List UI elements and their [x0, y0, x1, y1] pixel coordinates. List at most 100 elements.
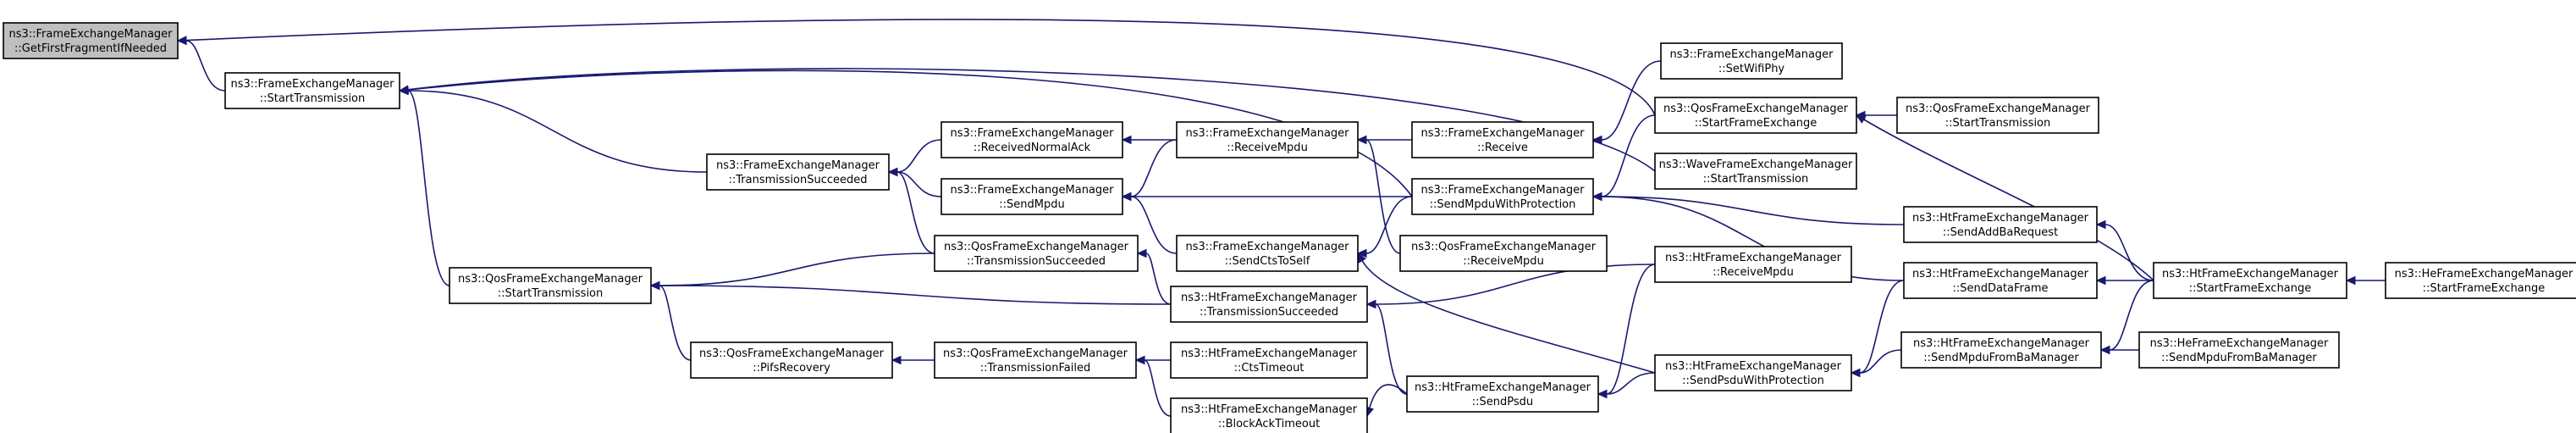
graph-node-qfem-pifs[interactable]: ns3::QosFrameExchangeManager::PifsRecove… — [690, 341, 893, 379]
node-box — [1896, 97, 2099, 134]
edge-line — [1863, 119, 2154, 281]
node-label-class: ns3::FrameExchangeManager — [950, 127, 1114, 140]
node-label-class: ns3::QosFrameExchangeManager — [944, 241, 1129, 253]
graph-node-qfem-txsucc[interactable]: ns3::QosFrameExchangeManager::Transmissi… — [934, 235, 1139, 272]
call-edge — [1356, 135, 1401, 254]
node-label-class: ns3::HtFrameExchangeManager — [1181, 347, 1358, 360]
node-box — [1411, 178, 1594, 215]
call-edge — [2345, 275, 2386, 286]
node-label-method: ::TransmissionSucceeded — [967, 255, 1106, 268]
node-label-method: ::StartFrameExchange — [2423, 282, 2546, 295]
node-label-class: ns3::FrameExchangeManager — [1669, 48, 1834, 61]
edge-line — [1145, 253, 1172, 305]
edge-line — [896, 139, 942, 173]
node-box — [940, 178, 1123, 215]
graph-node-qfem-starttx[interactable]: ns3::QosFrameExchangeManager::StartTrans… — [449, 267, 652, 304]
node-label-method: ::TransmissionSucceeded — [728, 174, 867, 186]
graph-node-fem-receivempdu[interactable]: ns3::FrameExchangeManager::ReceiveMpdu — [1176, 121, 1359, 158]
node-box — [1176, 235, 1359, 272]
graph-node-qfem-starttx2[interactable]: ns3::QosFrameExchangeManager::StartTrans… — [1896, 97, 2099, 134]
node-label-method: ::SendMpdu — [999, 198, 1064, 211]
node-box — [1170, 397, 1368, 433]
graph-node-wfem-starttx[interactable]: ns3::WaveFrameExchangeManager::StartTran… — [1654, 153, 1857, 190]
arrowhead-icon — [176, 36, 187, 45]
graph-node-fem-getfirst[interactable]: ns3::FrameExchangeManager::GetFirstFragm… — [3, 22, 179, 59]
edge-line — [659, 253, 935, 286]
node-label-method: ::StartTransmission — [1703, 173, 1809, 186]
node-label-class: ns3::WaveFrameExchangeManager — [1659, 158, 1853, 171]
graph-node-htfem-receivempdu[interactable]: ns3::HtFrameExchangeManager::ReceiveMpdu — [1654, 246, 1852, 283]
node-label-method: ::SetWifiPhy — [1718, 63, 1785, 75]
arrowhead-icon — [1134, 355, 1145, 365]
graph-node-fem-receive[interactable]: ns3::FrameExchangeManager::Receive — [1411, 121, 1594, 158]
node-label-class: ns3::FrameExchangeManager — [1185, 241, 1349, 253]
node-box — [449, 267, 652, 304]
call-edge — [1597, 264, 1656, 399]
arrowhead-icon — [2345, 275, 2356, 286]
graph-node-htfem-sendaddba[interactable]: ns3::HtFrameExchangeManager::SendAddBaRe… — [1903, 206, 2098, 243]
call-edge — [176, 19, 1656, 116]
node-label-method: ::ReceiveMpdu — [1463, 255, 1544, 268]
edge-line — [407, 90, 708, 173]
node-box — [690, 341, 893, 379]
graph-node-qfem-receivempdu[interactable]: ns3::QosFrameExchangeManager::ReceiveMpd… — [1399, 235, 1608, 272]
node-label-class: ns3::HtFrameExchangeManager — [1665, 252, 1842, 264]
arrowhead-icon — [1591, 135, 1602, 145]
graph-node-htfem-sendpsdu[interactable]: ns3::HtFrameExchangeManager::SendPsdu — [1406, 375, 1599, 413]
call-edge — [1134, 355, 1172, 417]
node-box — [1399, 235, 1608, 272]
node-label-class: ns3::QosFrameExchangeManager — [1906, 103, 2091, 115]
graph-node-htfem-blockack[interactable]: ns3::HtFrameExchangeManager::BlockAckTim… — [1170, 397, 1368, 433]
graph-node-fem-sendcts[interactable]: ns3::FrameExchangeManager::SendCtsToSelf — [1176, 235, 1359, 272]
graph-node-hefem-startfe[interactable]: ns3::HeFrameExchangeManager::StartFrameE… — [2385, 262, 2576, 299]
edge-line — [2109, 280, 2154, 351]
graph-node-fem-sendmpdu[interactable]: ns3::FrameExchangeManager::SendMpdu — [940, 178, 1123, 215]
graph-node-fem-starttx[interactable]: ns3::FrameExchangeManager::StartTransmis… — [224, 72, 400, 109]
node-label-method: ::BlockAckTimeout — [1218, 418, 1320, 430]
node-label-class: ns3::FrameExchangeManager — [230, 78, 394, 91]
graph-node-fem-txsucc[interactable]: ns3::FrameExchangeManager::TransmissionS… — [706, 153, 890, 191]
node-box — [1660, 42, 1843, 80]
arrowhead-icon — [398, 85, 410, 95]
node-box — [224, 72, 400, 109]
graph-node-htfem-sendmpdufromba[interactable]: ns3::HtFrameExchangeManager::SendMpduFro… — [1900, 331, 2102, 369]
graph-node-htfem-senddata[interactable]: ns3::HtFrameExchangeManager::SendDataFra… — [1903, 262, 2098, 299]
node-label-class: ns3::HtFrameExchangeManager — [1912, 268, 2089, 280]
node-label-class: ns3::HtFrameExchangeManager — [1912, 212, 2089, 225]
graph-node-fem-sendmpduprot[interactable]: ns3::FrameExchangeManager::SendMpduWithP… — [1411, 178, 1594, 215]
node-label-method: ::TransmissionFailed — [980, 362, 1090, 375]
arrowhead-icon — [1121, 135, 1132, 145]
graph-node-hefem-sendmpdufromba[interactable]: ns3::HeFrameExchangeManager::SendMpduFro… — [2138, 331, 2340, 369]
graph-node-htfem-ctstimeout[interactable]: ns3::HtFrameExchangeManager::CtsTimeout — [1170, 341, 1368, 379]
node-label-method: ::SendPsduWithProtection — [1682, 375, 1824, 387]
call-edge — [1121, 192, 1412, 202]
node-label-method: ::PifsRecovery — [753, 362, 830, 375]
call-edge — [649, 253, 935, 291]
edge-line — [1859, 280, 1905, 374]
graph-node-qfem-txfailed[interactable]: ns3::QosFrameExchangeManager::Transmissi… — [934, 341, 1137, 379]
graph-node-htfem-startfe[interactable]: ns3::HtFrameExchangeManager::StartFrameE… — [2153, 262, 2347, 299]
call-edge — [2099, 345, 2140, 355]
call-edge — [1121, 139, 1178, 202]
call-edge — [2095, 219, 2154, 281]
arrowhead-icon — [1136, 248, 1147, 258]
graph-node-qfem-startfe[interactable]: ns3::QosFrameExchangeManager::StartFrame… — [1654, 97, 1857, 134]
node-label-method: ::SendMpduFromBaManager — [2161, 352, 2317, 364]
arrowhead-icon — [649, 280, 660, 291]
call-edge — [649, 280, 692, 361]
graph-node-htfem-txsucc[interactable]: ns3::HtFrameExchangeManager::Transmissio… — [1170, 286, 1368, 323]
graph-node-fem-setwifiphy[interactable]: ns3::FrameExchangeManager::SetWifiPhy — [1660, 42, 1843, 80]
edge-line — [1365, 196, 1413, 254]
node-label-class: ns3::HtFrameExchangeManager — [1665, 360, 1842, 373]
node-box — [1176, 121, 1359, 158]
edge-line — [1369, 384, 1408, 408]
edge-line — [185, 19, 1656, 116]
graph-node-htfem-sendpsduprot[interactable]: ns3::HtFrameExchangeManager::SendPsduWit… — [1654, 354, 1852, 391]
node-label-class: ns3::QosFrameExchangeManager — [699, 347, 885, 360]
node-box — [2385, 262, 2576, 299]
node-label-method: ::SendMpduWithProtection — [1430, 198, 1576, 211]
graph-node-fem-rxnormalack[interactable]: ns3::FrameExchangeManager::ReceivedNorma… — [940, 121, 1123, 158]
node-box — [2153, 262, 2347, 299]
arrowhead-icon — [2095, 275, 2106, 286]
